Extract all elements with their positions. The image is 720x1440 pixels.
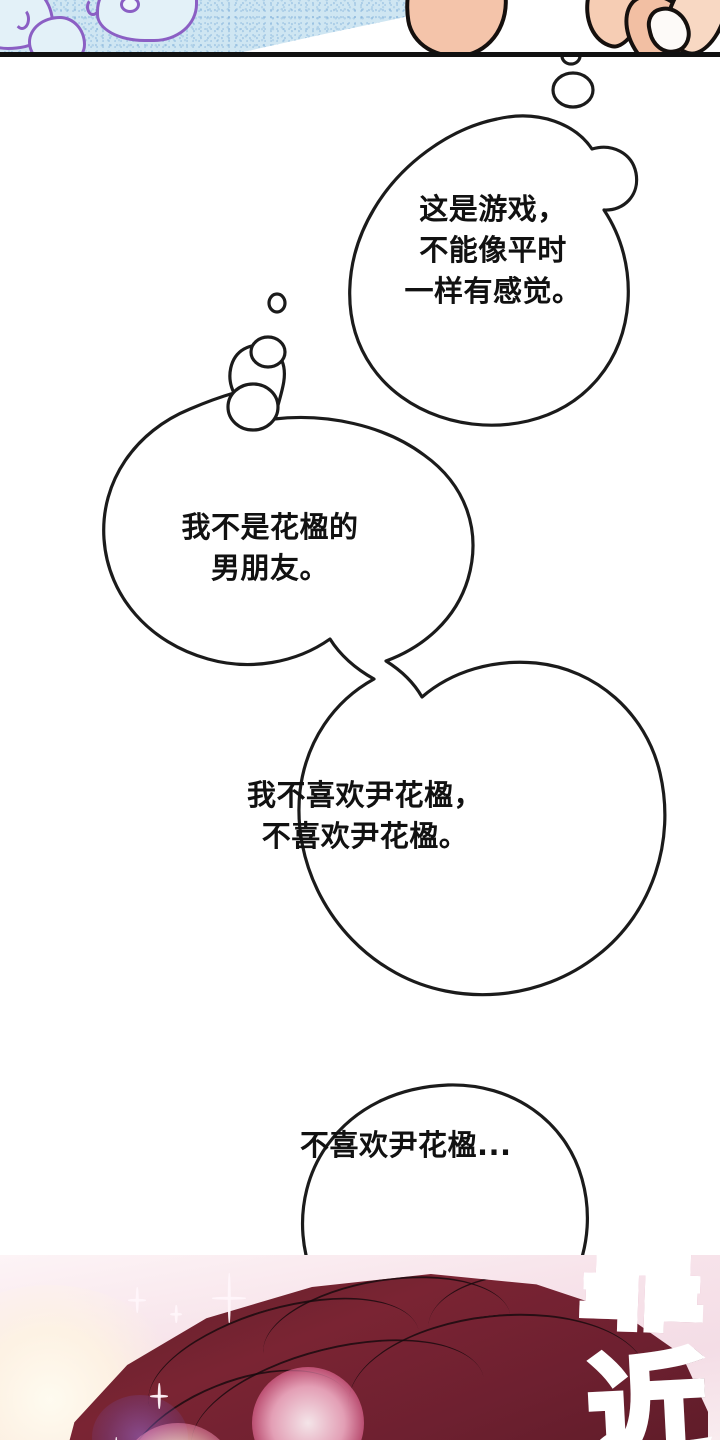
sparkle-icon	[170, 1305, 182, 1323]
panel-divider-line	[0, 52, 720, 57]
panel-bottom-character-closeup: 靠 近	[0, 1255, 720, 1440]
bubble-2-tail-circle-small	[267, 292, 287, 314]
bubble-1-tail-circle-medium	[551, 71, 595, 109]
panel-middle-thought-bubbles: 这是游戏， 不能像平时 一样有感觉。 我不是花楹的 男朋友。 我不喜欢尹花楹， …	[0, 57, 720, 1255]
bubble-2-tail-circle-large	[226, 382, 280, 432]
bubble-2-tail-circle-medium	[249, 335, 287, 369]
purple-cloud-dot-1	[120, 0, 140, 13]
character-limb-left	[395, 0, 517, 52]
bubble-2-3-merged-outline	[102, 343, 667, 997]
bubble-4-outline	[301, 1083, 590, 1255]
thought-bubble-outlines	[102, 57, 667, 1255]
panel-top-previous-scene	[0, 0, 720, 52]
purple-cloud-shape-3	[28, 16, 86, 52]
purple-cloud-dot-3	[14, 8, 30, 30]
bubble-1-outline	[348, 114, 639, 427]
bubble-1-tail-circle-small	[560, 57, 582, 66]
purple-cloud-dot-2	[86, 0, 100, 16]
